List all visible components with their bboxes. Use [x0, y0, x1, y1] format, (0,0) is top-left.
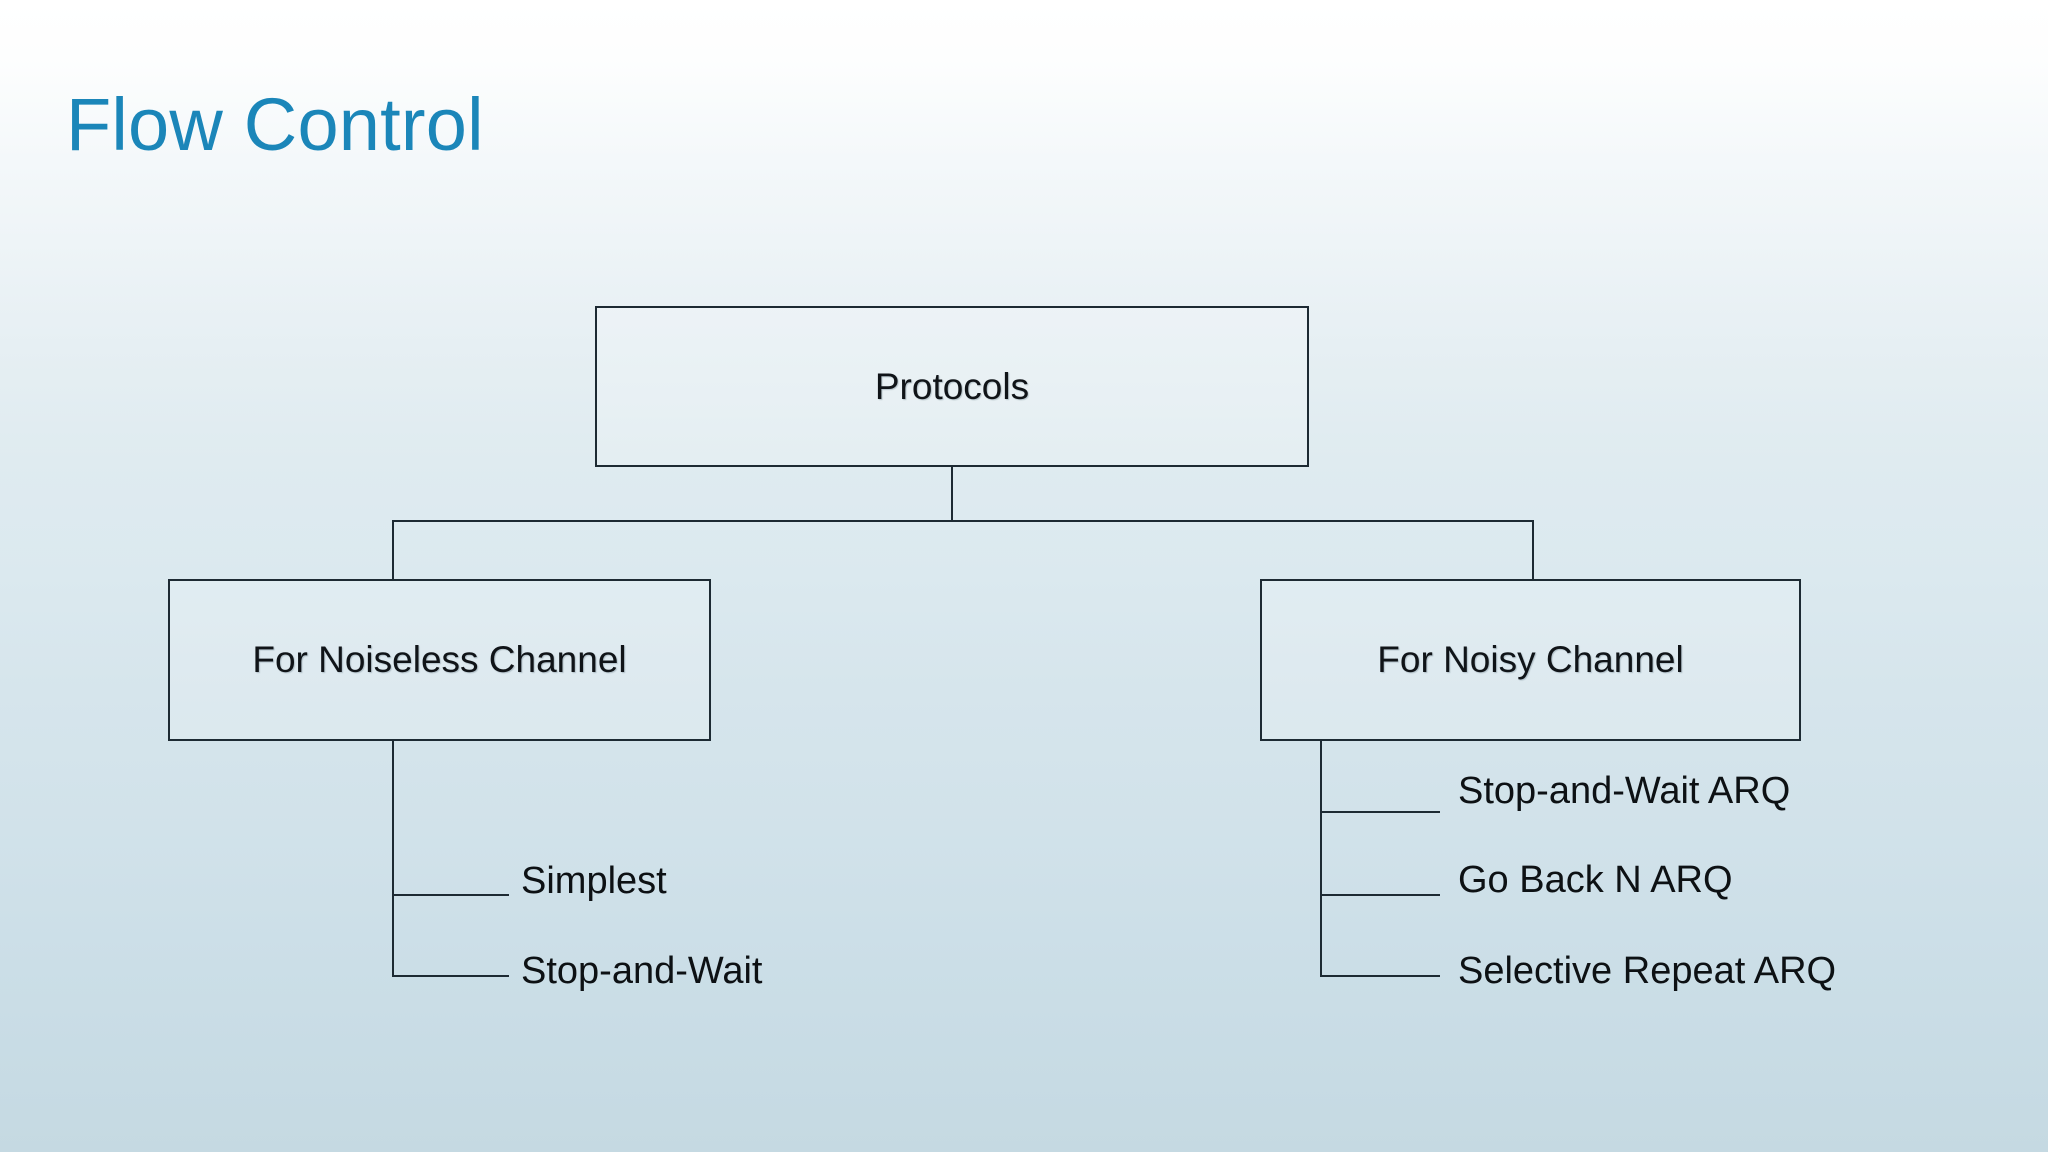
node-box-for-noisy-channel[interactable]: For Noisy Channel [1260, 579, 1801, 741]
connector-drop-to-noisy [1532, 520, 1534, 580]
connector-tick-go-back-n-arq [1320, 894, 1440, 896]
node-box-for-noiseless-channel[interactable]: For Noiseless Channel [168, 579, 711, 741]
connector-spine-noiseless-leaves [392, 741, 394, 977]
node-box-protocols[interactable]: Protocols [595, 306, 1309, 467]
leaf-label-stop-and-wait-arq: Stop-and-Wait ARQ [1458, 770, 1791, 812]
connector-tick-selective-repeat-arq [1320, 975, 1440, 977]
connector-drop-to-noiseless [392, 520, 394, 580]
connector-tick-simplest [392, 894, 509, 896]
connector-protocols-trunk [951, 466, 953, 522]
connector-tick-stop-and-wait-arq [1320, 811, 1440, 813]
node-label-protocols: Protocols [874, 365, 1030, 407]
leaf-label-stop-and-wait: Stop-and-Wait [521, 950, 763, 992]
connector-horizontal-bus [392, 520, 1534, 522]
page-title: Flow Control [66, 83, 484, 166]
node-label-for-noiseless-channel: For Noiseless Channel [252, 639, 627, 680]
node-label-for-noisy-channel: For Noisy Channel [1377, 639, 1684, 680]
connector-spine-noisy-leaves [1320, 741, 1322, 977]
connector-tick-stop-and-wait [392, 975, 509, 977]
leaf-label-simplest: Simplest [521, 860, 667, 902]
leaf-label-go-back-n-arq: Go Back N ARQ [1458, 859, 1733, 901]
leaf-label-selective-repeat-arq: Selective Repeat ARQ [1458, 950, 1837, 992]
